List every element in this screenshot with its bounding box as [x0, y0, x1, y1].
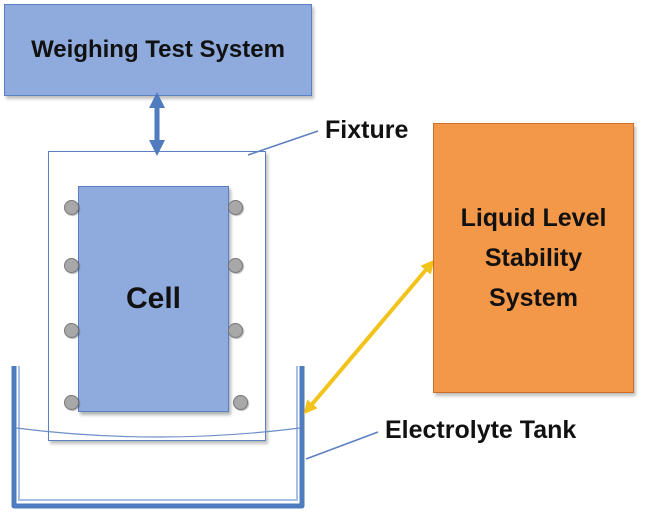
weighing-test-system-box: Weighing Test System: [4, 4, 312, 96]
electrolyte-tank-label: Electrolyte Tank: [385, 416, 577, 444]
tank-pointer-line: [305, 431, 379, 460]
fixture-pin: [64, 200, 79, 215]
liquid-level-stability-system-box: Liquid Level Stability System: [433, 123, 634, 393]
weighing-test-system-label: Weighing Test System: [31, 36, 285, 63]
fixture-pin: [233, 395, 248, 410]
cell-label: Cell: [125, 282, 182, 315]
fixture-pointer-line: [247, 130, 319, 156]
cell-box: Cell: [78, 186, 229, 412]
liquid-level-stability-system-label: Liquid Level Stability System: [460, 204, 607, 312]
electrolyte-tank: [11, 366, 305, 509]
fixture-label: Fixture: [325, 116, 409, 144]
fixture-pin: [228, 323, 243, 338]
fixture-pin: [228, 258, 243, 273]
fixture-pin: [64, 395, 79, 410]
fixture-pin: [228, 200, 243, 215]
tank-liquid-level-arrow: [303, 259, 435, 415]
fixture-pin: [64, 323, 79, 338]
fixture-pin: [64, 258, 79, 273]
